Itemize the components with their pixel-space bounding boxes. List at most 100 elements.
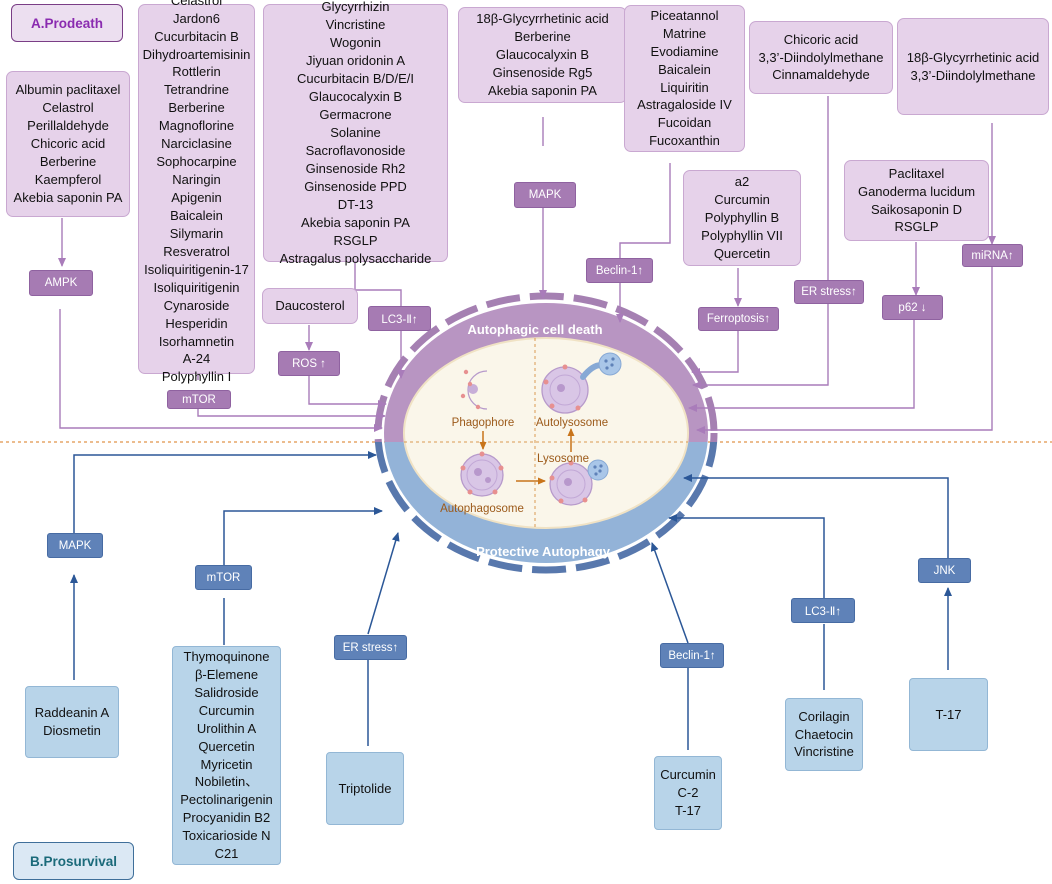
line-box6-to-beclin (619, 163, 671, 258)
arrow-mapk-to-cell (73, 451, 377, 533)
prosurvival-compound: Myricetin (200, 756, 253, 772)
prosurvival-compound: Procyanidin B2 (182, 810, 271, 826)
prosurvival-compounds-mapk: Raddeanin A Diosmetin (25, 686, 119, 758)
prodeath-compound: Resveratrol (163, 243, 230, 259)
prodeath-compound: Astragalus polysaccharide (279, 250, 432, 266)
prodeath-compound: 18β-Glycyrrhetinic acid (476, 11, 609, 27)
prodeath-compound: Chicoric acid (783, 31, 859, 47)
prodeath-title: A.Prodeath (11, 4, 123, 42)
prodeath-compound: Baicalein (170, 207, 223, 223)
prodeath-target-label: mTOR (182, 393, 216, 406)
prodeath-compound: Fucoidan (657, 115, 712, 131)
prodeath-target-lc3: LC3-Ⅱ↑ (368, 306, 431, 331)
cell-membrane-bottom (374, 442, 718, 574)
autophagosome-icon (460, 451, 504, 497)
prodeath-compound: Polyphyllin I (161, 369, 232, 385)
prodeath-target-label: p62 ↓ (898, 301, 927, 314)
prosurvival-compound: Triptolide (338, 780, 392, 796)
prodeath-compound: Celastrol (170, 0, 223, 8)
prosurvival-compound: Raddeanin A (34, 705, 110, 721)
prodeath-target-label: ER stress↑ (801, 286, 857, 298)
prosurvival-target-label: MAPK (58, 539, 92, 552)
prodeath-compound: Magnoflorine (158, 118, 235, 134)
prodeath-compound: Sophocarpine (156, 154, 237, 170)
prodeath-target-ferroptosis: Ferroptosis↑ (698, 307, 779, 331)
prodeath-target-label: MAPK (528, 189, 562, 201)
arrow-mirna-to-cell (696, 266, 993, 434)
line-box3-to-lc3 (354, 263, 402, 309)
prosurvival-compounds-jnk: T-17 (909, 678, 988, 751)
label-autolysosome: Autolysosome (536, 417, 608, 429)
prodeath-compound: Vincristine (325, 17, 386, 33)
arrow-mtor-to-cell (197, 408, 386, 420)
prosurvival-compound: Curcumin (198, 702, 255, 718)
prodeath-compound: a2 (734, 174, 750, 190)
prosurvival-compound: Curcumin (660, 767, 716, 783)
label-lysosome: Lysosome (537, 453, 589, 465)
prodeath-compound: Naringin (172, 172, 221, 188)
prodeath-target-mapk: MAPK (514, 182, 576, 208)
prosurvival-compound: C21 (214, 846, 239, 862)
prosurvival-compound: Diosmetin (43, 723, 101, 738)
prodeath-compound: 18β-Glycyrrhetinic acid (906, 49, 1040, 65)
prodeath-target-p62: p62 ↓ (882, 295, 943, 320)
prodeath-compound: Saikosaponin D (870, 201, 963, 217)
prodeath-compound: Baicalein (658, 61, 711, 77)
prodeath-compound: RSGLP (894, 219, 939, 235)
phagophore-icon (460, 369, 488, 410)
prodeath-compound: 3,3’-Diindolylmethane (910, 67, 1036, 83)
prosurvival-compound: Toxicarioside N (182, 828, 271, 844)
prodeath-target-label: miRNA↑ (971, 249, 1014, 262)
prodeath-compound: Cynaroside (163, 297, 230, 313)
prosurvival-compound: Quercetin (198, 738, 255, 754)
prosurvival-compound: β-Elemene (194, 666, 259, 682)
prodeath-compound: RSGLP (333, 232, 378, 248)
prosurvival-compound: C-2 (677, 785, 699, 801)
prodeath-compound: Apigenin (171, 190, 222, 205)
prodeath-compound: Isoliquiritigenin (153, 279, 240, 295)
prosurvival-target-mapk: MAPK (47, 533, 103, 558)
arrow-ferroptosis-to-cell (691, 330, 739, 376)
prodeath-target-beclin: Beclin-1↑ (586, 258, 653, 283)
prodeath-compound: Glycyrrhizin (321, 0, 390, 15)
prodeath-compound: Polyphyllin VII (701, 227, 783, 243)
prodeath-compound: Berberine (514, 29, 571, 45)
label-protective-autophagy: Protective Autophagy (476, 544, 611, 559)
prodeath-target-ampk: AMPK (29, 270, 93, 296)
prodeath-compound: Ginsenoside Rh2 (305, 160, 406, 176)
prosurvival-compound: Thymoquinone (183, 648, 270, 664)
prodeath-connectors (58, 96, 996, 434)
label-autophagic-cell-death: Autophagic cell death (467, 322, 602, 337)
prosurvival-compound: T-17 (935, 706, 962, 722)
autophagy-cell: Autophagic cell death Protective Autopha… (374, 292, 718, 574)
arrow-er-to-cell (692, 303, 829, 389)
prodeath-compound: Perillaldehyde (27, 118, 109, 134)
prosurvival-title: B.Prosurvival (13, 842, 134, 880)
prodeath-compound: Hesperidin (165, 315, 228, 331)
prodeath-compound: Albumin paclitaxel (15, 82, 121, 98)
prodeath-compound: Dihydroartemisinin (142, 46, 251, 62)
prodeath-compound: Jardon6 (173, 10, 220, 26)
prosurvival-target-lc3: LC3-Ⅱ↑ (791, 598, 855, 623)
prodeath-target-er-stress: ER stress↑ (794, 280, 864, 304)
arrow-jnk-to-cell (683, 474, 949, 558)
arrow-ampk-to-cell (59, 309, 383, 432)
prodeath-compound: Matrine (662, 25, 707, 41)
prosurvival-target-jnk: JNK (918, 558, 971, 583)
prosurvival-compound: Corilagin (798, 708, 850, 724)
prodeath-compound: Cucurbitacin B/D/E/I (296, 71, 415, 87)
prodeath-target-label: Ferroptosis↑ (706, 313, 771, 325)
prosurvival-target-beclin: Beclin-1↑ (660, 643, 724, 668)
prodeath-compound: A-24 (182, 351, 211, 367)
prodeath-compound: Akebia saponin PA (301, 214, 410, 230)
prodeath-compound: Paclitaxel (888, 165, 945, 181)
arrow-lc3-to-cell (668, 514, 825, 598)
prodeath-compound: Evodiamine (650, 43, 719, 59)
cell-inner (403, 337, 689, 529)
